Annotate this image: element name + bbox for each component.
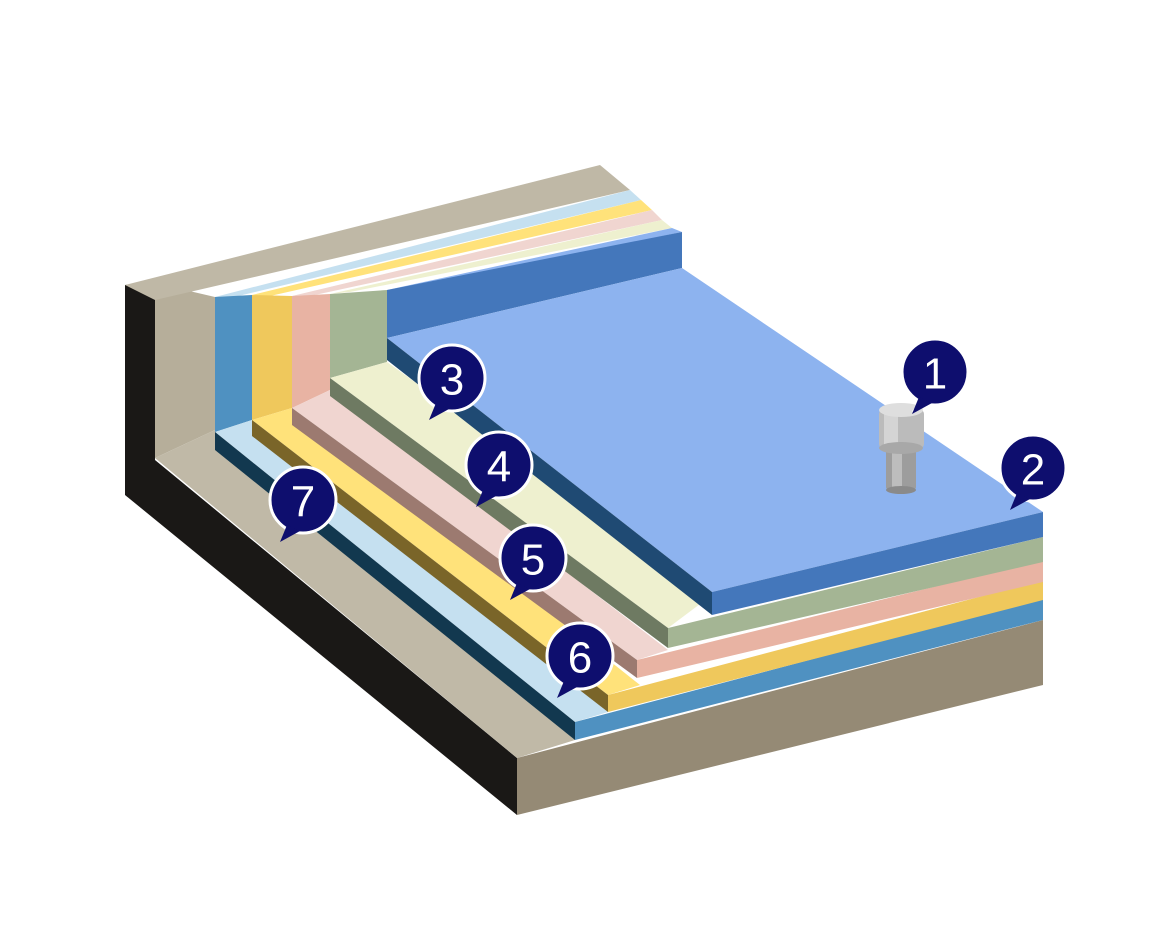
callout-1-tail [912,397,932,414]
callout-7-tail [280,525,300,542]
drain-pipe-highlight [892,448,902,490]
callout-7-circle [268,465,338,535]
callout-6-label: 6 [568,634,592,683]
floor-layer4-edge [330,378,668,648]
upstand-layer7-top [215,190,641,298]
front-layer-blue [575,598,1043,740]
callout-2-circle [998,433,1068,503]
upstand-layer5-top [292,210,662,296]
callout-6-tail [557,681,577,698]
drain-cap-highlight [884,410,898,448]
callout-2-tail [1010,493,1030,510]
upstand-layer4-top [330,220,672,294]
callout-3-label: 3 [440,356,464,405]
callout-3-circle [417,343,487,413]
membrane-front-edge [712,512,1043,615]
callout-4-tail [476,490,496,507]
callout-1: 1 [900,337,970,414]
substrate-wall-top [125,165,630,300]
floor-layer5-edge [292,408,637,678]
callout-3: 3 [417,343,487,420]
callout-2-label: 2 [1021,446,1045,495]
front-layer-pink [637,560,1043,678]
callout-4: 4 [464,430,534,507]
callout-5-label: 5 [521,536,545,585]
substrate-front-face [517,620,1043,815]
callout-7-label: 7 [291,478,315,527]
upstand-membrane-face [387,232,682,338]
substrate-upstand-face [155,283,215,458]
callout-7: 7 [268,465,338,542]
callout-1-label: 1 [923,350,947,399]
drain-cap-top [879,403,923,417]
callout-2: 2 [998,433,1068,510]
callout-4-label: 4 [487,443,511,492]
callout-5: 5 [498,523,568,600]
callouts: 1 2 3 4 5 6 7 [268,337,1068,698]
drain-pipe-bottom [886,486,916,494]
upstand-layer5-face [292,294,330,408]
drain-cap-bottom [879,442,923,454]
roof-drain-icon [879,403,924,494]
callout-6-circle [545,621,615,691]
substrate-left-face [125,283,517,815]
front-layer-yellow [608,580,1043,712]
callout-6: 6 [545,621,615,698]
callout-5-circle [498,523,568,593]
floor-layer5-top [292,390,668,660]
upstand-layer6-face [252,295,292,420]
front-layer-green [668,537,1043,648]
membrane-top [387,268,1043,592]
callout-1-circle [900,337,970,407]
substrate-floor-top [155,430,575,758]
floor-layer6-top [252,408,640,695]
callout-5-tail [510,583,530,600]
upstand-layer6-top [252,200,652,296]
upstand-layer4-face [330,290,387,378]
callout-3-tail [429,403,449,420]
upstand-layer7-face [215,295,252,432]
floor-layer4-top [330,362,712,628]
callout-4-circle [464,430,534,500]
substrate [125,165,1043,815]
upstand-layers [215,190,682,432]
floor-layer6-edge [252,420,608,712]
